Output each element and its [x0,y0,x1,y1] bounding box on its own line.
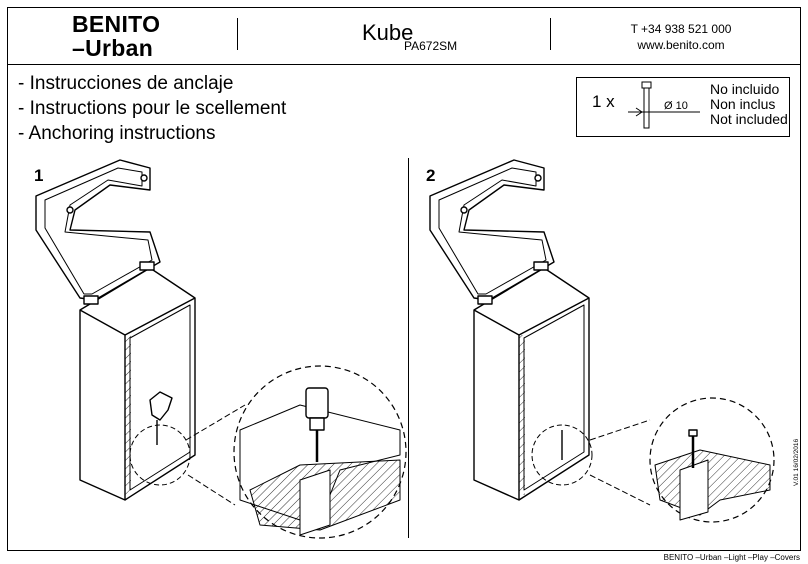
contact-block: T +34 938 521 000 www.benito.com [606,21,756,53]
header-rule [8,64,800,65]
model-name: Kube [362,20,414,45]
step-2-number: 2 [426,166,436,185]
instruction-fr: - Instructions pour le scellement [18,98,287,119]
contact-phone: T +34 938 521 000 [630,22,732,36]
not-included-note: No incluido Non inclus Not included [710,82,788,127]
brand-logo: BENITO –Urban [72,12,160,60]
anchor-bolt-icon [628,81,700,129]
note-en: Not included [710,111,788,127]
step-1-illustration [35,159,407,539]
steps-divider [408,158,409,538]
instruction-es: - Instrucciones de anclaje [18,73,234,94]
header-divider-2 [550,18,551,50]
parts-quantity: 1 x [592,92,615,111]
contact-website[interactable]: www.benito.com [637,38,725,52]
page-frame [7,7,801,551]
instruction-titles: - Instrucciones de anclaje - Instruction… [18,71,286,146]
header-divider-1 [237,18,238,50]
footer-brands: BENITO –Urban –Light –Play –Covers [663,553,800,562]
brand-line-2: –Urban [72,35,154,61]
step-2-illustration [429,159,775,523]
parts-note-box [576,77,790,137]
brand-line-1: BENITO [72,11,161,37]
instruction-en: - Anchoring instructions [18,123,216,144]
model-code: PA672SM [404,39,458,53]
note-fr: Non inclus [710,96,776,112]
bolt-diameter: Ø 10 [664,100,688,112]
step-1-number: 1 [34,166,44,185]
note-es: No incluido [710,81,780,97]
